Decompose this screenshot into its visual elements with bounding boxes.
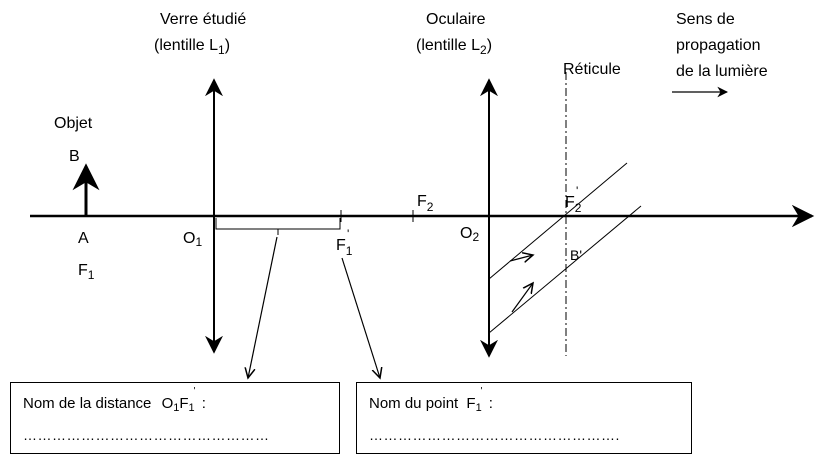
direction-label-1: Sens de — [676, 11, 735, 28]
distance-brace — [215, 218, 341, 235]
objet-label: Objet — [54, 115, 93, 132]
point-f1-prime-mark: ' — [347, 227, 349, 241]
pointer-arrow-distance — [248, 236, 278, 378]
lens1-subtitle: (lentille L1) — [154, 37, 230, 57]
point-o1-label: O1 — [183, 230, 202, 249]
answer-box-point: Nom du point F1' : ……………………………………………. — [356, 382, 692, 454]
answer-box-distance: Nom de la distance O1F1' : …………………………………… — [10, 382, 340, 454]
lens2-subtitle: (lentille L2) — [416, 37, 492, 57]
point-question: Nom du point F1' : — [369, 386, 493, 414]
point-f2-label: F2 — [417, 193, 434, 214]
point-a-label: A — [78, 230, 89, 247]
direction-label-2: propagation — [676, 37, 761, 54]
lens2-title: Oculaire — [426, 11, 486, 28]
ray-upper — [488, 162, 628, 280]
point-f1-prime-label: F1 — [336, 237, 353, 258]
ray-lower — [488, 205, 642, 334]
reticle-label: Réticule — [563, 61, 621, 78]
point-f2-prime-label: F2 — [565, 194, 582, 215]
point-answer-field[interactable]: ……………………………………………. — [369, 427, 620, 443]
ray-lower-arrow — [511, 283, 533, 313]
point-b-prime-label: B' — [570, 247, 582, 263]
point-f1-label: F1 — [78, 262, 95, 282]
direction-label-3: de la lumière — [676, 63, 768, 80]
pointer-arrow-point — [341, 257, 380, 378]
point-f2-prime-mark: ' — [576, 184, 578, 198]
lens1-title: Verre étudié — [160, 11, 246, 28]
ray-upper-arrow — [509, 255, 533, 261]
point-o2-label: O2 — [460, 225, 479, 244]
distance-answer-field[interactable]: …………………………………………… — [23, 427, 270, 443]
distance-question: Nom de la distance O1F1' : — [23, 386, 206, 414]
point-b-label: B — [69, 148, 80, 165]
